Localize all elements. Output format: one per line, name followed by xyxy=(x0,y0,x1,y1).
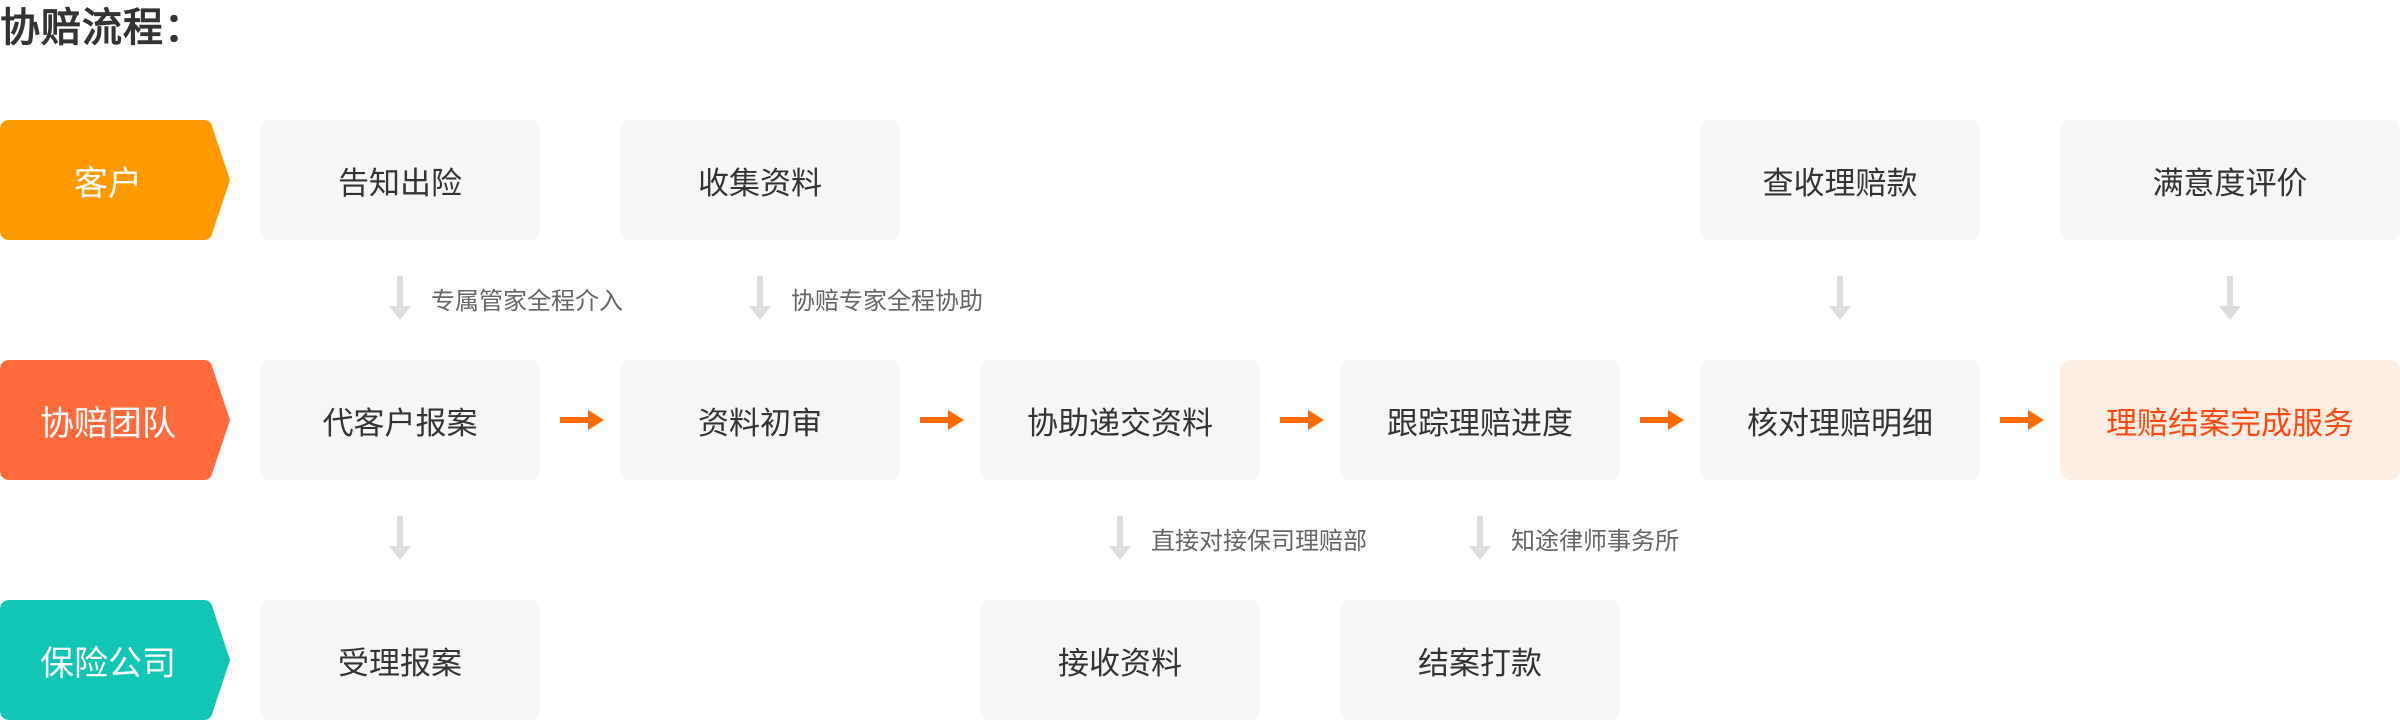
note-text: 知途律师事务所 xyxy=(1511,526,1679,555)
step-box: 收集资料 xyxy=(620,120,900,240)
lane-label-team: 协赔团队 xyxy=(40,403,176,444)
step-box: 协助递交资料 xyxy=(980,360,1260,480)
step-box-final: 理赔结案完成服务 xyxy=(2060,360,2400,480)
lane-tab-insurer: 保险公司 xyxy=(0,600,230,720)
down-arrow-icon xyxy=(1469,516,1491,560)
note-text: 专属管家全程介入 xyxy=(431,286,623,315)
step-box: 告知出险 xyxy=(260,120,540,240)
tab-shape xyxy=(0,600,230,720)
tab-shape xyxy=(0,360,230,480)
note-upper-4 xyxy=(2219,276,2241,320)
down-arrow-icon xyxy=(2219,276,2241,320)
down-arrow-icon xyxy=(1109,516,1131,560)
step-box: 受理报案 xyxy=(260,600,540,720)
note-lower-2: 知途律师事务所 xyxy=(1469,516,1679,560)
note-text: 协赔专家全程协助 xyxy=(791,286,983,315)
note-text: 直接对接保司理赔部 xyxy=(1151,526,1367,555)
down-arrow-icon xyxy=(389,276,411,320)
lane-label-insurer: 保险公司 xyxy=(40,643,176,684)
down-arrow-icon xyxy=(1829,276,1851,320)
lane-tab-team: 协赔团队 xyxy=(0,360,230,480)
lane-tab-customer: 客户 xyxy=(0,120,230,240)
step-box: 资料初审 xyxy=(620,360,900,480)
right-arrow-icon xyxy=(1280,410,1324,430)
note-lower-0 xyxy=(389,516,411,560)
down-arrow-icon xyxy=(749,276,771,320)
step-box: 跟踪理赔进度 xyxy=(1340,360,1620,480)
right-arrow-icon xyxy=(560,410,604,430)
right-arrow-icon xyxy=(2000,410,2044,430)
down-arrow-icon xyxy=(389,516,411,560)
right-arrow-icon xyxy=(920,410,964,430)
note-upper-1: 专属管家全程介入 xyxy=(389,276,623,320)
step-box: 结案打款 xyxy=(1340,600,1620,720)
page-title: 协赔流程： xyxy=(0,5,205,51)
step-box: 查收理赔款 xyxy=(1700,120,1980,240)
note-upper-2: 协赔专家全程协助 xyxy=(749,276,983,320)
step-box: 代客户报案 xyxy=(260,360,540,480)
step-box: 接收资料 xyxy=(980,600,1260,720)
step-box: 核对理赔明细 xyxy=(1700,360,1980,480)
right-arrow-icon xyxy=(1640,410,1684,430)
note-lower-1: 直接对接保司理赔部 xyxy=(1109,516,1367,560)
step-box: 满意度评价 xyxy=(2060,120,2400,240)
note-upper-3 xyxy=(1829,276,1851,320)
lane-label-customer: 客户 xyxy=(74,163,142,204)
tab-shape xyxy=(0,120,230,240)
